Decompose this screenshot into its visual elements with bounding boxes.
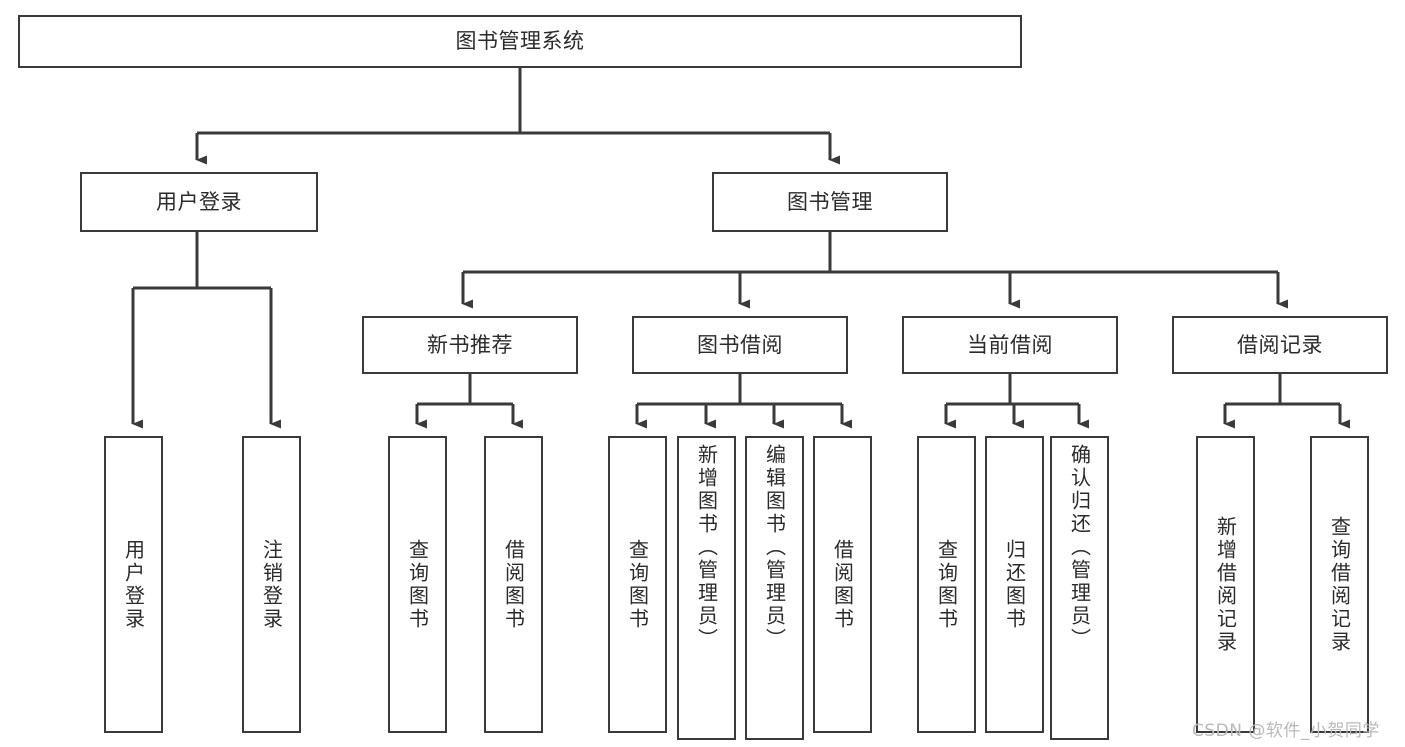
node-root-label: 图书管理系统 <box>455 29 585 54</box>
leaf-borrow-borrow-book[interactable]: 借阅图书 <box>813 436 872 733</box>
leaf-current-confirm-return-label: 确认归还（管理员） <box>1067 444 1092 651</box>
csdn-watermark: CSDN @软件_小贺同学 <box>1192 721 1380 741</box>
node-book-borrow-label: 图书借阅 <box>697 332 783 357</box>
leaf-borrow-borrow-book-label: 借阅图书 <box>830 538 855 631</box>
node-new-book-recommend-label: 新书推荐 <box>427 332 513 357</box>
leaf-record-query-record-label: 查询借阅记录 <box>1327 515 1352 654</box>
node-current-borrow[interactable]: 当前借阅 <box>902 316 1118 374</box>
leaf-recommend-borrow-book-label: 借阅图书 <box>501 538 526 631</box>
node-user-login[interactable]: 用户登录 <box>80 172 318 232</box>
node-new-book-recommend[interactable]: 新书推荐 <box>362 316 578 374</box>
leaf-borrow-add-book[interactable]: 新增图书（管理员） <box>677 436 736 740</box>
leaf-borrow-query-book[interactable]: 查询图书 <box>608 436 667 733</box>
leaf-user-login-logout-label: 注销登录 <box>259 538 284 631</box>
node-user-login-label: 用户登录 <box>156 189 242 214</box>
leaf-current-return-book[interactable]: 归还图书 <box>985 436 1044 733</box>
leaf-borrow-query-book-label: 查询图书 <box>625 538 650 631</box>
node-book-management[interactable]: 图书管理 <box>712 172 948 232</box>
node-borrow-record[interactable]: 借阅记录 <box>1172 316 1388 374</box>
leaf-current-query-book[interactable]: 查询图书 <box>917 436 976 733</box>
node-book-management-label: 图书管理 <box>787 189 873 214</box>
leaf-record-add-record[interactable]: 新增借阅记录 <box>1196 436 1255 733</box>
leaf-user-login-logout[interactable]: 注销登录 <box>242 436 301 733</box>
leaf-borrow-edit-book-label: 编辑图书（管理员） <box>762 444 787 651</box>
leaf-recommend-borrow-book[interactable]: 借阅图书 <box>484 436 543 733</box>
node-root[interactable]: 图书管理系统 <box>18 15 1022 68</box>
node-borrow-record-label: 借阅记录 <box>1237 332 1323 357</box>
leaf-recommend-query-book-label: 查询图书 <box>405 538 430 631</box>
leaf-current-query-book-label: 查询图书 <box>934 538 959 631</box>
node-book-borrow[interactable]: 图书借阅 <box>632 316 848 374</box>
leaf-user-login-login-label: 用户登录 <box>121 538 146 631</box>
leaf-record-query-record[interactable]: 查询借阅记录 <box>1310 436 1369 733</box>
leaf-user-login-login[interactable]: 用户登录 <box>104 436 163 733</box>
leaf-recommend-query-book[interactable]: 查询图书 <box>388 436 447 733</box>
leaf-borrow-add-book-label: 新增图书（管理员） <box>694 444 719 651</box>
leaf-record-add-record-label: 新增借阅记录 <box>1213 515 1238 654</box>
leaf-current-return-book-label: 归还图书 <box>1002 538 1027 631</box>
node-current-borrow-label: 当前借阅 <box>967 332 1053 357</box>
leaf-current-confirm-return[interactable]: 确认归还（管理员） <box>1050 436 1109 740</box>
leaf-borrow-edit-book[interactable]: 编辑图书（管理员） <box>745 436 804 740</box>
